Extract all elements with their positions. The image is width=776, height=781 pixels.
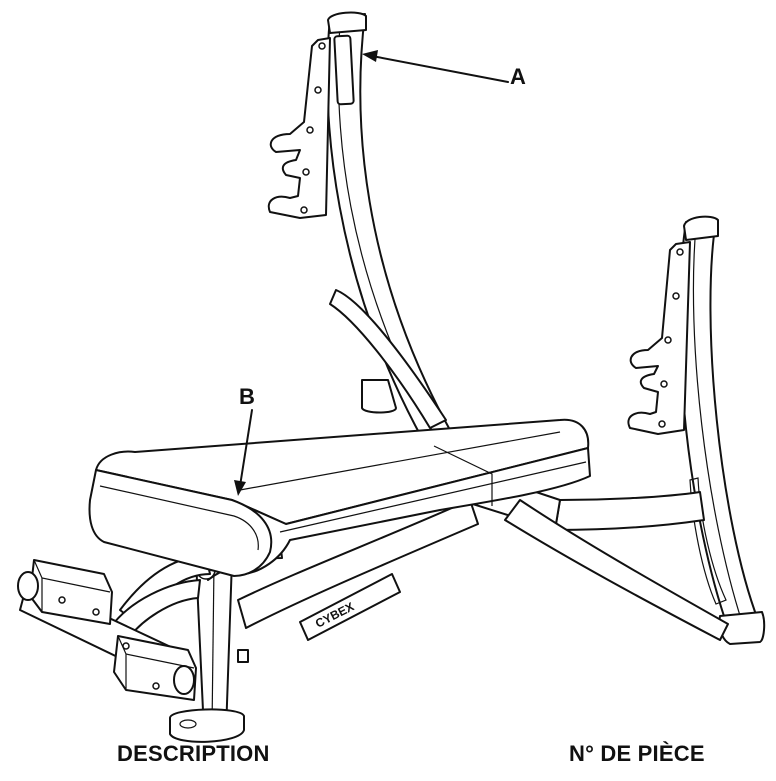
bench-seat [88, 418, 591, 577]
part-number-column-heading: N° DE PIÈCE [569, 741, 705, 766]
callout-a-arrowhead [362, 50, 378, 62]
left-upright [267, 11, 451, 441]
foot-rollers [17, 555, 211, 701]
callout-b-arrowhead [234, 480, 246, 496]
callout-b-label: B [239, 384, 255, 409]
callout-a-label: A [510, 64, 526, 89]
callout-b: B [234, 384, 255, 496]
callout-a: A [362, 50, 526, 89]
description-column-heading: DESCRIPTION [117, 741, 270, 766]
